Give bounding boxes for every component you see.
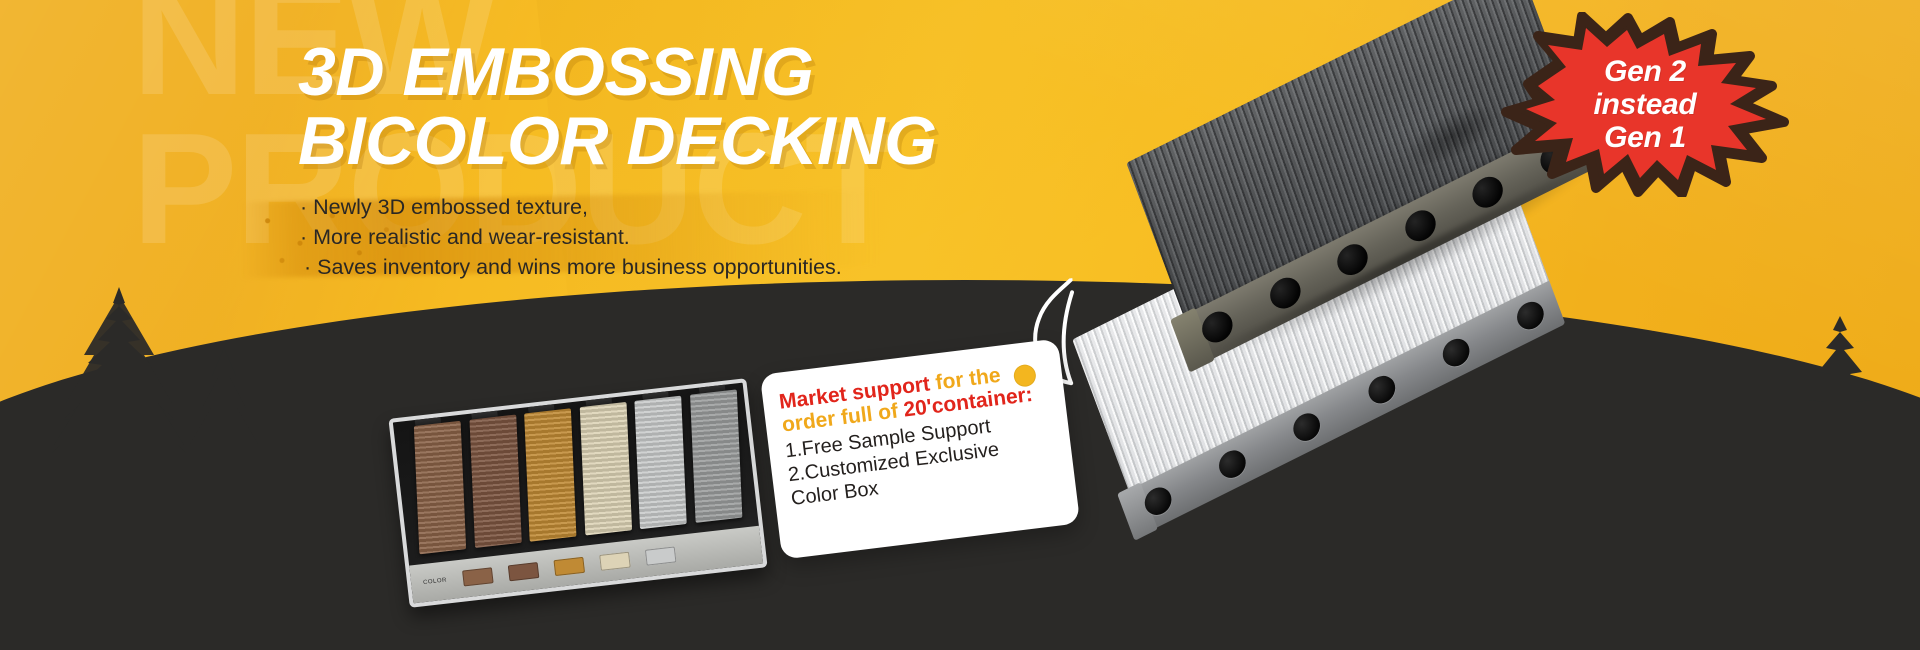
headline-line-1: 3D EMBOSSING <box>298 34 814 110</box>
pine-tree-right-icon <box>1786 314 1894 480</box>
sample-chip <box>507 562 540 582</box>
market-support-card: Market support for the order full of 20'… <box>759 278 1081 560</box>
color-swatch <box>468 414 521 549</box>
color-sample-box: COLOR <box>388 378 768 608</box>
feature-bullet-1: · Newly 3D embossed texture, <box>300 195 588 219</box>
feature-bullet-2: · More realistic and wear-resistant. <box>300 225 630 249</box>
color-swatch <box>413 420 466 555</box>
sample-chip <box>553 556 585 577</box>
sample-chip <box>461 567 494 587</box>
support-card-content: Market support for the order full of 20'… <box>778 357 1065 510</box>
badge-line-2: instead <box>1593 88 1697 122</box>
color-swatch <box>689 389 742 523</box>
sample-box-brand-label: COLOR <box>422 577 448 587</box>
sample-chip <box>598 551 631 571</box>
sample-tray: COLOR <box>388 378 768 608</box>
badge-line-3: Gen 1 <box>1604 120 1686 154</box>
headline-line-2: BICOLOR DECKING <box>298 103 937 180</box>
status-badge: Gen 2 instead Gen 1 <box>1500 12 1790 197</box>
color-swatch <box>524 408 576 542</box>
pine-tree-icon <box>44 285 194 485</box>
feature-bullet-3: · Saves inventory and wins more business… <box>304 255 842 279</box>
color-swatch <box>579 402 632 536</box>
sample-chip <box>644 546 677 566</box>
color-swatch <box>634 395 687 530</box>
pine-tree-small-icon <box>178 346 270 480</box>
starburst-icon <box>1501 12 1789 197</box>
badge-line-1: Gen 2 <box>1604 55 1686 89</box>
page-title: 3D EMBOSSING BICOLOR DECKING <box>298 37 937 180</box>
feature-bullet-list: · Newly 3D embossed texture, · More real… <box>300 192 842 282</box>
badge-text: Gen 2 instead Gen 1 <box>1500 12 1790 197</box>
tag-card-body: Market support for the order full of 20'… <box>759 338 1081 560</box>
